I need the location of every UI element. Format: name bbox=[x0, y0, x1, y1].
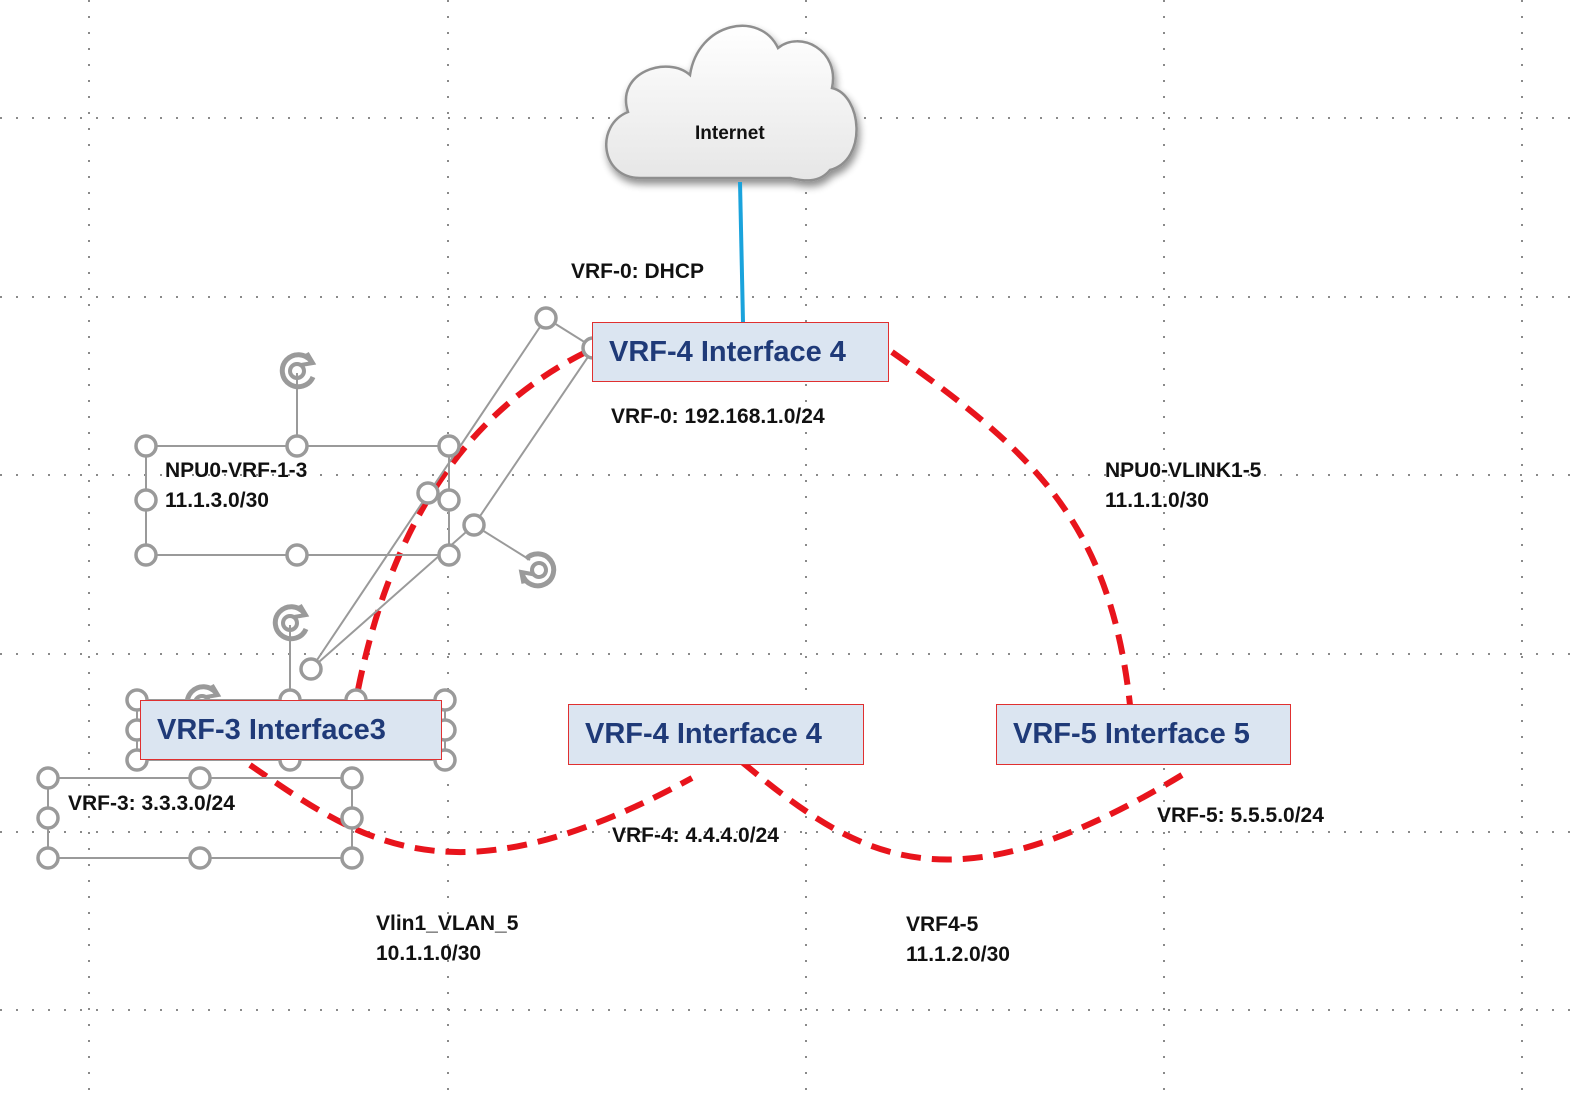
link-vrf3-vrf4mid bbox=[248, 762, 694, 855]
resize-handle[interactable] bbox=[340, 806, 364, 830]
link-vrf4mid-vrf5 bbox=[740, 759, 1184, 863]
resize-handle[interactable] bbox=[36, 806, 60, 830]
resize-handle[interactable] bbox=[437, 488, 461, 512]
link-subnet: 11.1.3.0/30 bbox=[165, 489, 269, 512]
label-vrf0-dhcp: VRF-0: DHCP bbox=[571, 260, 705, 283]
label-vrf45: VRF4-5 11.1.2.0/30 bbox=[906, 910, 1010, 970]
resize-handle[interactable] bbox=[437, 543, 461, 567]
resize-handle[interactable] bbox=[188, 846, 212, 870]
node-vrf3[interactable]: VRF-3 Interface3 bbox=[140, 700, 442, 760]
link-name: Vlin1_VLAN_5 bbox=[376, 912, 519, 935]
resize-handle[interactable] bbox=[416, 481, 440, 505]
link-vrf4-vrf3 bbox=[353, 349, 588, 701]
internet-uplink bbox=[738, 181, 745, 323]
resize-handle[interactable] bbox=[188, 766, 212, 790]
link-subnet: 10.1.1.0/30 bbox=[376, 942, 482, 965]
label-npu0-vrf13: NPU0-VRF-1-3 11.1.3.0/30 bbox=[165, 456, 307, 516]
selection-frames bbox=[47, 316, 596, 859]
node-vrf5[interactable]: VRF-5 Interface 5 bbox=[996, 704, 1291, 765]
label-vrf0-subnet: VRF-0: 192.168.1.0/24 bbox=[611, 405, 825, 428]
resize-handle[interactable] bbox=[36, 766, 60, 790]
node-vrf4-top[interactable]: VRF-4 Interface 4 bbox=[592, 322, 889, 382]
label-npu0-vlink15: NPU0-VLINK1-5 11.1.1.0/30 bbox=[1105, 456, 1261, 516]
node-vrf4-mid[interactable]: VRF-4 Interface 4 bbox=[568, 704, 864, 765]
cloud-icon bbox=[605, 24, 858, 182]
link-name: VRF4-5 bbox=[906, 913, 979, 936]
resize-handle[interactable] bbox=[134, 543, 158, 567]
rotate-handle-icon[interactable] bbox=[279, 351, 317, 390]
label-vrf5-subnet: VRF-5: 5.5.5.0/24 bbox=[1157, 804, 1324, 827]
label-vrf4-subnet: VRF-4: 4.4.4.0/24 bbox=[612, 824, 779, 847]
resize-handle[interactable] bbox=[285, 543, 309, 567]
resize-handle[interactable] bbox=[437, 434, 461, 458]
resize-handle[interactable] bbox=[299, 657, 323, 681]
link-subnet: 11.1.2.0/30 bbox=[906, 943, 1010, 966]
link-name: NPU0-VRF-1-3 bbox=[165, 459, 308, 482]
resize-handle[interactable] bbox=[36, 846, 60, 870]
link-subnet: 11.1.1.0/30 bbox=[1105, 489, 1209, 512]
rotate-handle-icon[interactable] bbox=[518, 550, 558, 592]
rotate-handle-icon[interactable] bbox=[272, 603, 310, 642]
label-vrf3-subnet: VRF-3: 3.3.3.0/24 bbox=[68, 792, 235, 815]
selection-handles bbox=[36, 306, 605, 870]
cloud-label: Internet bbox=[695, 123, 765, 144]
resize-handle[interactable] bbox=[462, 513, 486, 537]
resize-handle[interactable] bbox=[340, 766, 364, 790]
resize-handle[interactable] bbox=[534, 306, 558, 330]
resize-handle[interactable] bbox=[285, 434, 309, 458]
resize-handle[interactable] bbox=[134, 488, 158, 512]
resize-handle[interactable] bbox=[134, 434, 158, 458]
resize-handle[interactable] bbox=[340, 846, 364, 870]
link-vrf4-vrf5 bbox=[890, 349, 1133, 706]
label-vlin: Vlin1_VLAN_5 10.1.1.0/30 bbox=[376, 909, 518, 969]
link-name: NPU0-VLINK1-5 bbox=[1105, 459, 1262, 482]
